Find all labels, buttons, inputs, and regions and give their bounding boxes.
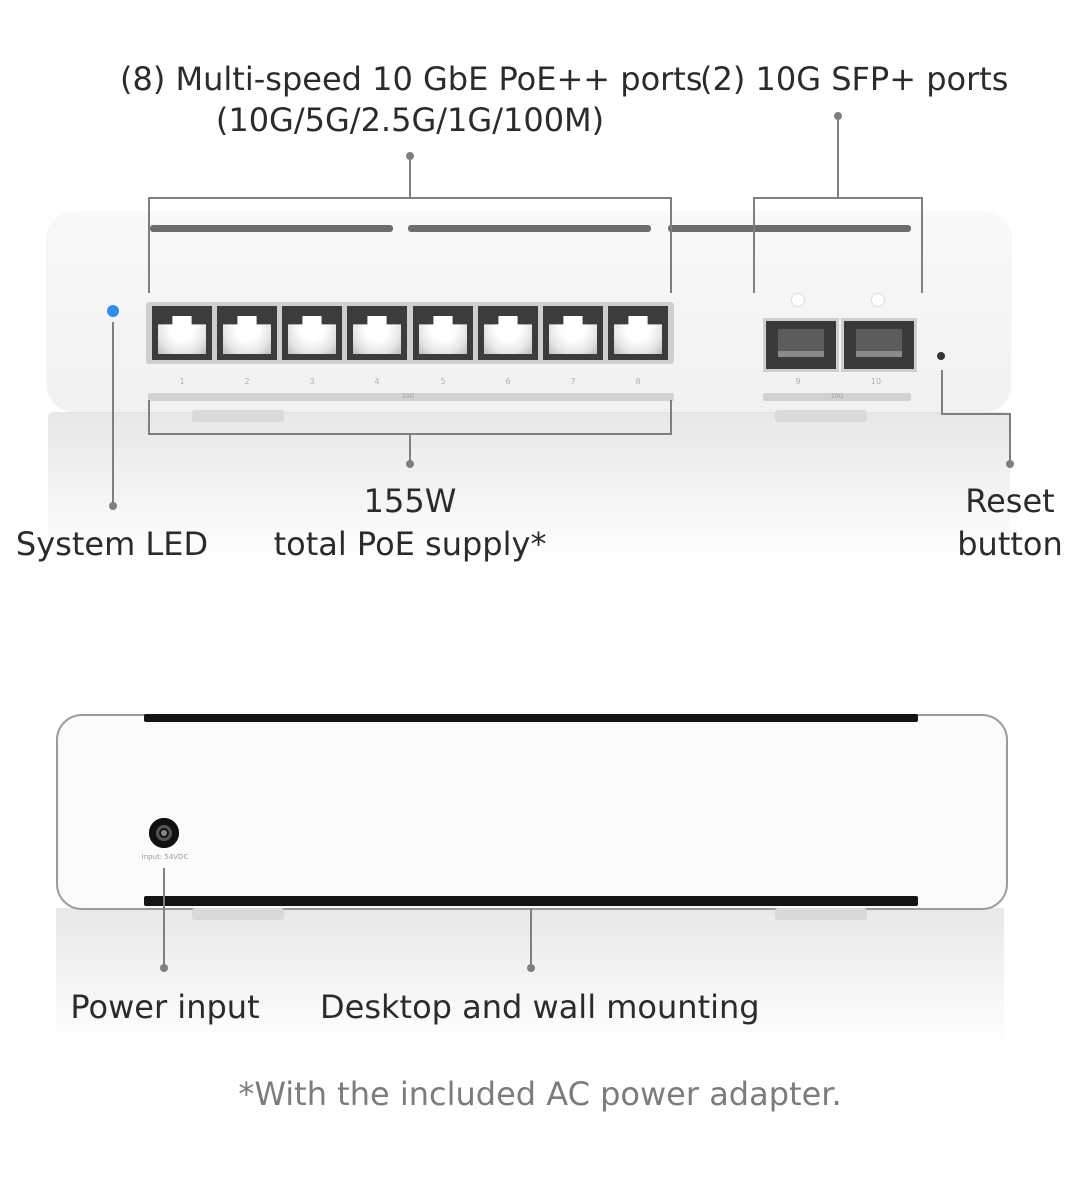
sfp-number-10: 10 — [870, 377, 882, 386]
rj45-port-2 — [217, 306, 277, 360]
port-number-3: 3 — [309, 377, 315, 386]
rj45-port-1 — [152, 306, 212, 360]
rj45-port-6 — [478, 306, 538, 360]
system-led-icon — [107, 305, 119, 317]
rj45-top-bracket-left — [148, 197, 150, 293]
front-foot-right — [775, 410, 867, 422]
port-number-6: 6 — [505, 377, 511, 386]
rj45-speeds-label: (10G/5G/2.5G/1G/100M) — [215, 101, 605, 139]
port-number-1: 1 — [179, 377, 185, 386]
reset-button-icon — [937, 352, 945, 360]
rj45-label-line — [409, 156, 411, 198]
front-foot-left — [192, 410, 284, 422]
rj45-port-7 — [543, 306, 603, 360]
mounting-line — [530, 908, 532, 966]
power-jack-text: Input: 54VDC — [141, 853, 189, 861]
sfp-top-bracket-right — [921, 197, 923, 293]
rj45-port-4 — [347, 306, 407, 360]
sfp-speed-text: 10G — [831, 393, 844, 400]
rj45-port-8 — [608, 306, 668, 360]
port-number-4: 4 — [374, 377, 380, 386]
rj45-top-bracket-right — [670, 197, 672, 293]
sfp-number-9: 9 — [795, 377, 801, 386]
port-number-7: 7 — [570, 377, 576, 386]
rj45-top-bracket — [148, 197, 672, 199]
rj45-speed-bar — [148, 393, 674, 401]
mounting-label: Desktop and wall mounting — [320, 988, 760, 1026]
reset-label-line1: Reset — [965, 482, 1055, 520]
port-number-2: 2 — [244, 377, 250, 386]
power-input-dot — [160, 964, 168, 972]
poe-bracket-right — [670, 400, 672, 434]
sfp-port-10 — [841, 318, 917, 372]
sfp-port-9 — [763, 318, 839, 372]
power-input-line — [163, 868, 165, 966]
sfp-led-1-icon — [791, 293, 805, 307]
power-input-label: Power input — [70, 988, 260, 1026]
switch-back-panel — [56, 714, 1008, 910]
sfp-top-bracket — [753, 197, 923, 199]
front-vent-1 — [150, 225, 393, 232]
mounting-dot — [527, 964, 535, 972]
reset-line-v2 — [1009, 413, 1011, 463]
reset-dot — [1006, 460, 1014, 468]
front-vent-3 — [668, 225, 911, 232]
front-reflection — [48, 412, 1010, 562]
front-vent-2 — [408, 225, 651, 232]
rj45-ports-label: (8) Multi-speed 10 GbE PoE++ ports — [120, 60, 703, 98]
sfp-top-bracket-left — [753, 197, 755, 293]
system-led-label: System LED — [15, 525, 209, 563]
back-foot-right — [775, 908, 867, 920]
reset-label-line2: button — [957, 525, 1063, 563]
poe-bracket-left — [148, 400, 150, 434]
rj45-speed-text: 10G — [402, 393, 415, 400]
footnote-text: *With the included AC power adapter. — [238, 1075, 842, 1113]
rj45-port-5 — [413, 306, 473, 360]
system-led-line — [112, 322, 114, 504]
power-jack-icon — [149, 818, 179, 848]
poe-label-line — [409, 433, 411, 463]
reset-line-v1 — [941, 370, 943, 414]
poe-label-dot — [406, 460, 414, 468]
back-foot-left — [192, 908, 284, 920]
rj45-port-3 — [282, 306, 342, 360]
sfp-ports-label: (2) 10G SFP+ ports — [700, 60, 1009, 98]
sfp-speed-bar — [763, 393, 911, 401]
reset-line-h — [941, 413, 1011, 415]
port-number-5: 5 — [440, 377, 446, 386]
sfp-led-2-icon — [871, 293, 885, 307]
sfp-label-line — [837, 116, 839, 198]
poe-watts-label: 155W — [363, 482, 457, 520]
system-led-dot — [109, 502, 117, 510]
back-top-edge — [144, 714, 918, 722]
port-number-8: 8 — [635, 377, 641, 386]
back-bottom-edge — [144, 896, 918, 906]
poe-supply-label: total PoE supply* — [273, 525, 547, 563]
